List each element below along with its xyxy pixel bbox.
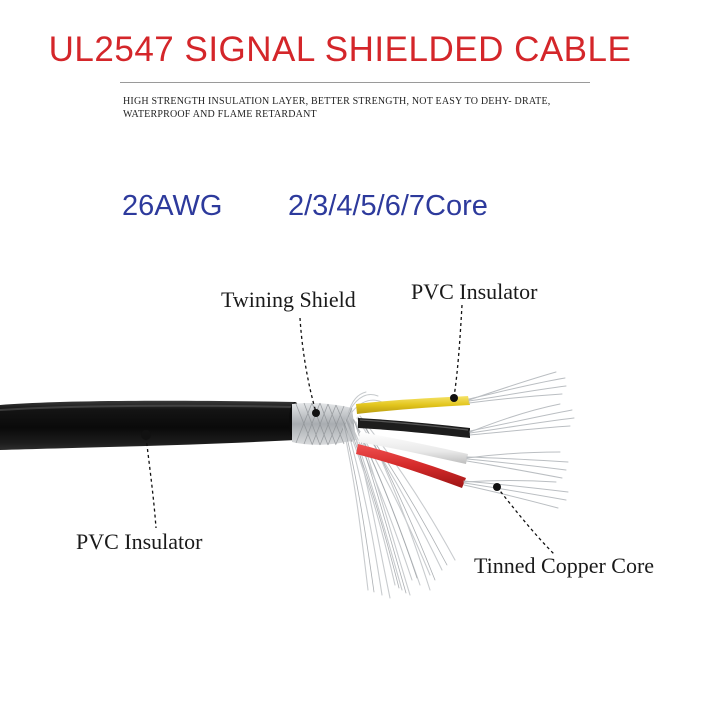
product-title: UL2547 SIGNAL SHIELDED CABLE <box>48 30 632 69</box>
label-pvc-insulator-core: PVC Insulator <box>411 279 538 304</box>
callout-dots <box>141 394 501 491</box>
outer-jacket <box>0 400 301 450</box>
label-twining-shield: Twining Shield <box>221 287 356 312</box>
tinned-copper-strands <box>463 371 575 509</box>
white-core <box>358 432 468 464</box>
label-pvc-insulator-jacket: PVC Insulator <box>76 529 203 554</box>
wire-gauge: 26AWG <box>122 190 223 222</box>
callout-leaders <box>145 304 556 556</box>
product-subtitle: HIGH STRENGTH INSULATION LAYER, BETTER S… <box>123 96 551 120</box>
black-core <box>358 418 470 438</box>
braided-shield <box>292 402 356 446</box>
yellow-core <box>356 396 470 414</box>
core-options: 2/3/4/5/6/7Core <box>288 190 488 222</box>
red-core <box>356 444 466 488</box>
insulated-cores <box>356 396 470 488</box>
label-tinned-copper-core: Tinned Copper Core <box>474 553 655 578</box>
title-divider <box>120 82 590 83</box>
